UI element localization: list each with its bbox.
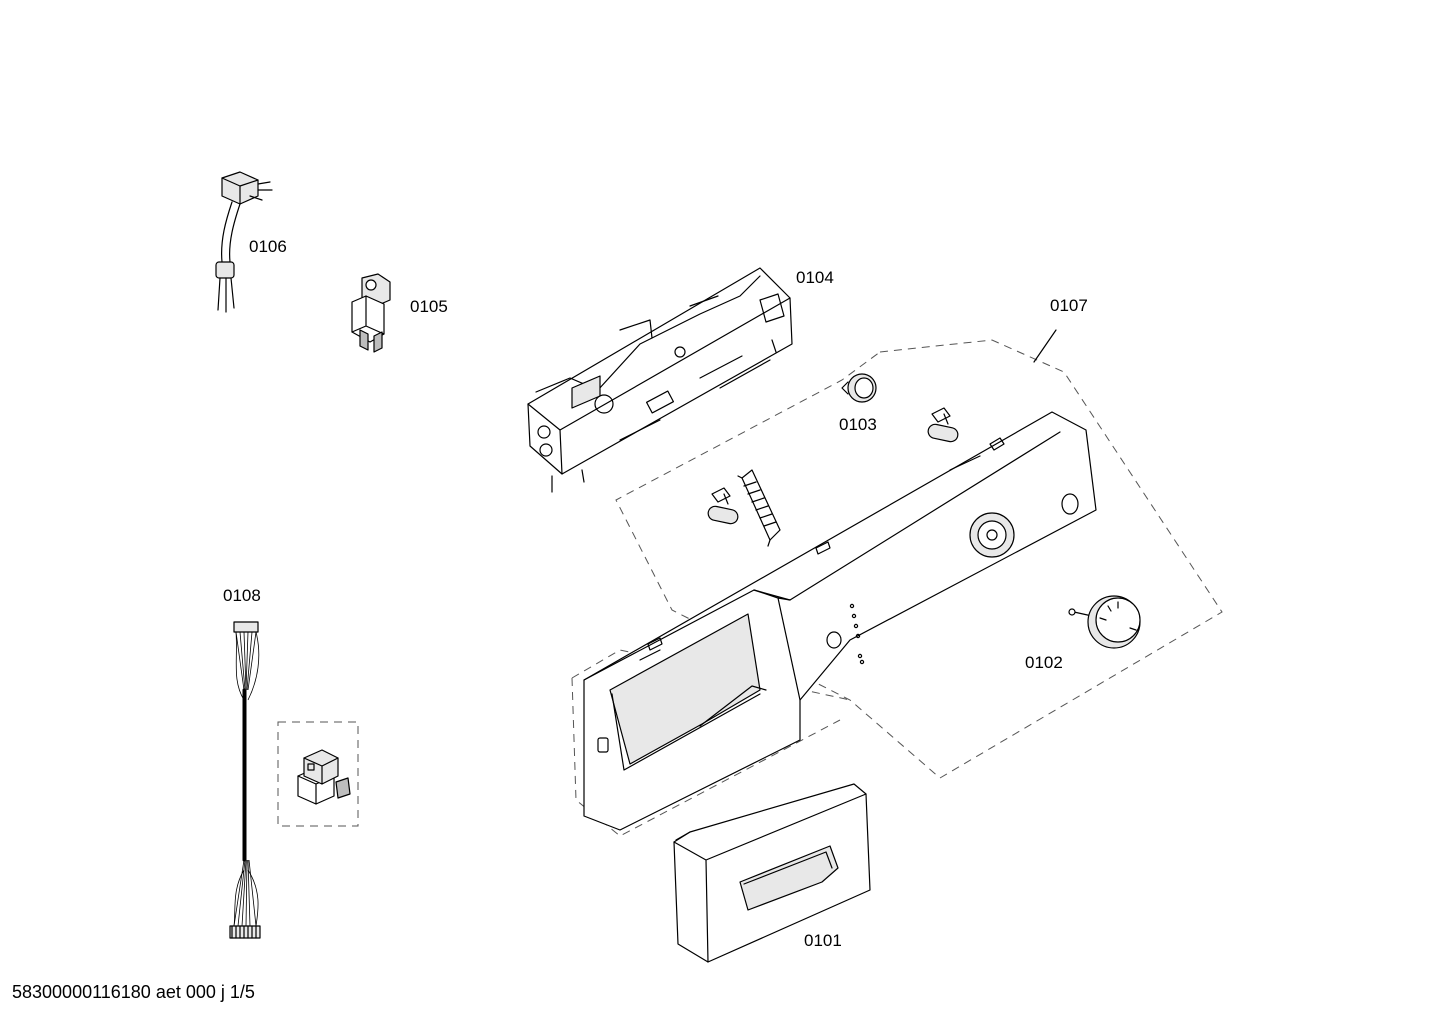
plunger-pin-a	[927, 407, 959, 443]
control-module-frame	[527, 267, 793, 493]
part-label-0102: 0102	[1025, 653, 1063, 672]
button-strip	[737, 469, 781, 547]
connector-part	[351, 273, 391, 353]
button-light-guide	[841, 373, 877, 403]
plunger-pin-b	[707, 487, 739, 525]
part-label-0105: 0105	[410, 297, 448, 316]
part-label-0104: 0104	[796, 268, 834, 287]
connector-detail-box	[277, 721, 359, 827]
wiring-harness	[229, 621, 261, 939]
part-label-0107: 0107	[1050, 296, 1088, 315]
program-selector-knob	[1068, 595, 1141, 649]
part-label-0106: 0106	[249, 237, 287, 256]
document-code: 58300000116180 aet 000 j 1/5	[12, 982, 255, 1002]
part-label-0108: 0108	[223, 586, 261, 605]
power-cable-plug	[215, 171, 273, 313]
part-label-0103: 0103	[839, 415, 877, 434]
control-panel-fascia	[583, 411, 1097, 831]
part-label-0101: 0101	[804, 931, 842, 950]
drawer-handle	[673, 783, 871, 963]
